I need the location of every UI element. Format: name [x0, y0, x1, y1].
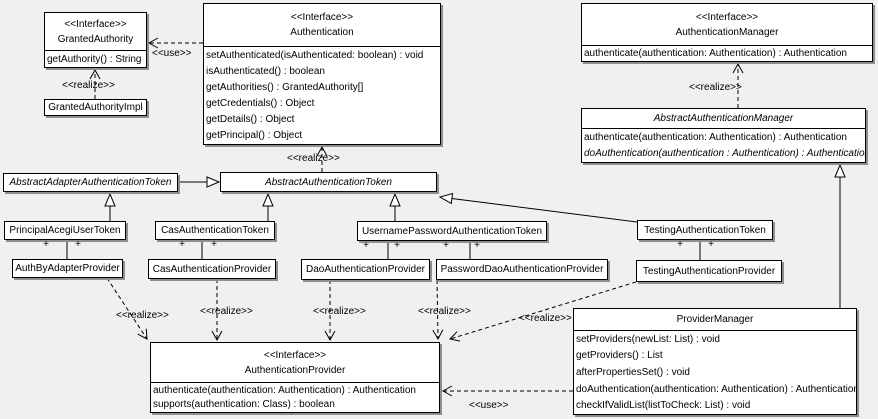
method: setAuthenticated(isAuthenticated: boolea… — [206, 49, 424, 61]
class-authentication-provider[interactable]: <<Interface>> AuthenticationProvider aut… — [150, 342, 440, 413]
realize-testing-provider — [449, 281, 637, 342]
realize-label: <<realize>> — [418, 306, 471, 317]
plus-label: + — [363, 240, 369, 251]
class-cas-authentication-token[interactable]: CasAuthenticationToken — [155, 221, 275, 240]
realize-password-dao-provider — [432, 279, 444, 341]
class-name: TestingAuthenticationToken — [644, 224, 766, 236]
plus-label: + — [179, 239, 185, 250]
method: authenticate(authentication: Authenticat… — [153, 384, 416, 396]
class-principal-acegi-user-token[interactable]: PrincipalAcegiUserToken — [4, 221, 126, 240]
realize-label: <<realize>> — [62, 80, 115, 91]
class-name: AuthenticationProvider — [244, 364, 346, 376]
use-label: <<use>> — [152, 48, 192, 59]
use-label: <<use>> — [469, 400, 509, 411]
stereotype-label: <<Interface>> — [64, 18, 127, 30]
realize-label: <<realize>> — [519, 313, 572, 324]
method: getProviders() : List — [576, 350, 663, 362]
class-name: UsernamePasswordAuthenticationToken — [361, 225, 543, 237]
plus-label: + — [75, 239, 81, 250]
class-name: CasAuthenticationToken — [161, 225, 269, 236]
class-auth-by-adapter-provider[interactable]: AuthByAdapterProvider — [12, 259, 123, 278]
method: doAuthentication(authentication: Authent… — [576, 383, 856, 395]
class-granted-authority-impl[interactable]: GrantedAuthorityImpl — [44, 99, 147, 116]
plus-label: + — [443, 240, 449, 251]
class-name: AbstractAuthenticationToken — [265, 176, 392, 188]
class-name: CasAuthenticationProvider — [152, 263, 272, 275]
class-username-password-authentication-token[interactable]: UsernamePasswordAuthenticationToken — [357, 221, 547, 241]
realize-label: <<realize>> — [200, 306, 253, 317]
class-name: PrincipalAcegiUserToken — [9, 225, 121, 236]
method: doAuthentication(authentication : Authen… — [584, 148, 865, 160]
method: supports(authentication: Class) : boolea… — [153, 399, 335, 411]
class-cas-authentication-provider[interactable]: CasAuthenticationProvider — [148, 259, 276, 279]
class-dao-authentication-provider[interactable]: DaoAuthenticationProvider — [301, 259, 430, 280]
realize-label: <<realize>> — [116, 310, 169, 321]
generalization-testing-token — [438, 192, 638, 223]
class-name: AbstractAuthenticationManager — [653, 113, 794, 124]
method: getCredentials() : Object — [206, 98, 315, 110]
class-name: AuthenticationManager — [675, 26, 779, 38]
class-name: GrantedAuthority — [57, 33, 134, 45]
class-name: PasswordDaoAuthenticationProvider — [440, 264, 604, 275]
stereotype-label: <<Interface>> — [263, 349, 327, 361]
class-name: TestingAuthenticationProvider — [642, 265, 776, 277]
class-provider-manager[interactable]: ProviderManager setProviders(newList: Li… — [573, 308, 857, 415]
method: getDetails() : Object — [206, 114, 295, 126]
class-name: DaoAuthenticationProvider — [306, 264, 425, 275]
class-abstract-authentication-manager[interactable]: AbstractAuthenticationManager authentica… — [581, 108, 866, 163]
method: setProviders(newList: List) : void — [576, 333, 720, 345]
realize-label: <<realize>> — [313, 306, 366, 317]
plus-label: + — [677, 239, 683, 250]
stereotype-label: <<Interface>> — [290, 12, 354, 23]
class-abstract-authentication-token[interactable]: AbstractAuthenticationToken — [220, 172, 437, 192]
class-authentication[interactable]: <<Interface>> Authentication setAuthenti… — [203, 3, 441, 145]
stereotype-label: <<Interface>> — [695, 11, 759, 23]
method: checkIfValidList(listToCheck: List) : vo… — [576, 400, 751, 412]
plus-label: + — [211, 239, 217, 250]
realize-auth-by-adapter-provider — [106, 277, 148, 340]
plus-label: + — [394, 240, 400, 251]
method: authenticate(authentication: Authenticat… — [584, 48, 847, 59]
class-password-dao-authentication-provider[interactable]: PasswordDaoAuthenticationProvider — [436, 259, 608, 280]
plus-label: + — [43, 239, 49, 250]
class-abstract-adapter-authentication-token[interactable]: AbstractAdapterAuthenticationToken — [3, 173, 178, 192]
method: getAuthority() : String — [47, 53, 142, 65]
class-testing-authentication-token[interactable]: TestingAuthenticationToken — [637, 220, 773, 240]
realize-label: <<realize>> — [689, 82, 742, 93]
class-granted-authority[interactable]: <<Interface>> GrantedAuthority getAuthor… — [44, 12, 147, 68]
plus-label: + — [474, 240, 480, 251]
class-name: GrantedAuthorityImpl — [48, 102, 143, 113]
class-name: Authentication — [290, 27, 354, 38]
class-name: AuthByAdapterProvider — [15, 263, 120, 274]
method: afterPropertiesSet() : void — [576, 366, 690, 378]
class-name: ProviderManager — [676, 314, 754, 325]
class-testing-authentication-provider[interactable]: TestingAuthenticationProvider — [636, 260, 782, 282]
class-name: AbstractAdapterAuthenticationToken — [9, 177, 172, 188]
method: getAuthorities() : GrantedAuthority[] — [206, 81, 364, 93]
method: authenticate(authentication: Authenticat… — [584, 131, 847, 143]
class-authentication-manager[interactable]: <<Interface>> AuthenticationManager auth… — [581, 3, 873, 62]
method: isAuthenticated() : boolean — [206, 65, 325, 77]
plus-label: + — [708, 239, 714, 250]
method: getPrincipal() : Object — [206, 130, 303, 142]
realize-label: <<realize>> — [287, 153, 340, 164]
